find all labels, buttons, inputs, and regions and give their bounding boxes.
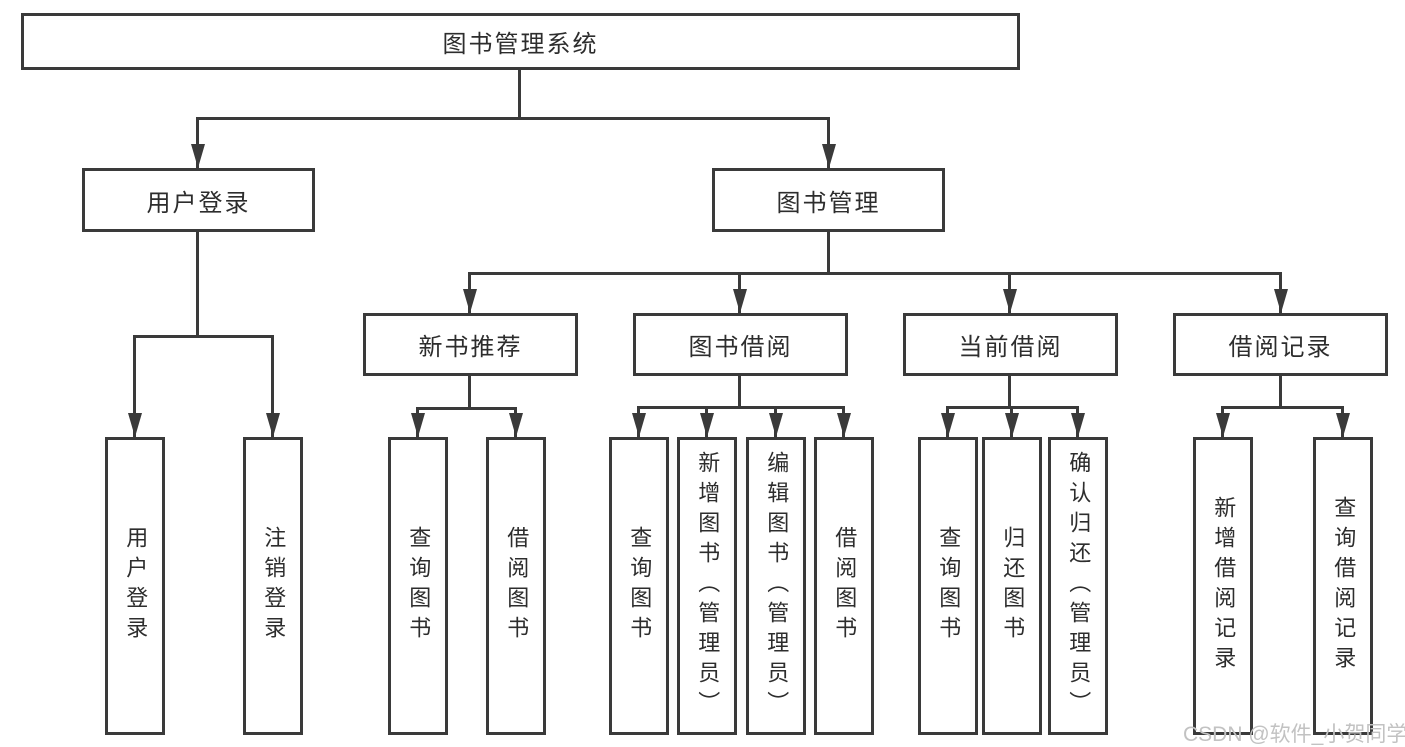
arrow-down-icon [1005,413,1019,437]
leaf-user-login: 用户登录 [105,437,165,735]
connector-new-book-recommend-stem [468,376,471,409]
node-borrow-record: 借阅记录 [1173,313,1388,376]
connector-current-borrow-stem [1008,376,1011,408]
arrow-down-icon [1216,413,1230,437]
connector-drop-book-management [827,118,830,168]
leaf-br-add-record-label: 新增借阅记录 [1211,496,1237,676]
leaf-bb-add-book-label: 新增图书（管理员） [695,451,721,721]
leaf-bb-borrow-book-label: 借阅图书 [832,526,858,646]
arrow-down-icon [1274,289,1288,313]
connector-user-login-stem [196,232,199,336]
arrow-down-icon [769,413,783,437]
leaf-bb-borrow-book: 借阅图书 [814,437,874,735]
node-root: 图书管理系统 [21,13,1020,70]
leaf-cb-query-book-label: 查询图书 [936,526,962,646]
arrow-down-icon [463,289,477,313]
leaf-bb-edit-book-label: 编辑图书（管理员） [764,451,790,721]
arrow-down-icon [509,413,523,437]
connector-branch-book-borrow [637,406,845,409]
node-new-book-recommend-label: 新书推荐 [418,334,523,361]
connector-branch-level3 [468,272,1282,275]
arrow-down-icon [411,413,425,437]
leaf-logout-label: 注销登录 [261,526,287,646]
connector-branch-new-book-recommend [416,407,517,410]
node-book-management-label: 图书管理 [776,189,881,217]
arrow-down-icon [700,413,714,437]
arrow-down-icon [1003,289,1017,313]
leaf-cb-return-book: 归还图书 [982,437,1042,735]
leaf-nbr-borrow-book: 借阅图书 [486,437,546,735]
node-new-book-recommend: 新书推荐 [363,313,578,376]
arrow-down-icon [632,413,646,437]
node-current-borrow: 当前借阅 [903,313,1118,376]
leaf-cb-return-book-label: 归还图书 [1000,526,1026,646]
arrow-down-icon [822,144,836,168]
node-borrow-record-label: 借阅记录 [1228,334,1333,361]
arrow-down-icon [837,413,851,437]
leaf-bb-query-book: 查询图书 [609,437,669,735]
node-user-login: 用户登录 [82,168,315,232]
arrow-down-icon [266,413,280,437]
connector-borrow-record-stem [1279,376,1282,408]
arrow-down-icon [191,144,205,168]
leaf-nbr-borrow-book-label: 借阅图书 [504,526,530,646]
connector-root-stem [518,70,521,118]
leaf-user-login-label: 用户登录 [123,526,149,646]
leaf-cb-confirm-return-label: 确认归还（管理员） [1066,451,1092,721]
connector-book-borrow-stem [738,376,741,408]
arrow-down-icon [733,289,747,313]
leaf-bb-add-book: 新增图书（管理员） [677,437,737,735]
arrow-down-icon [1336,413,1350,437]
node-book-borrow-label: 图书借阅 [688,334,793,361]
arrow-down-icon [1071,413,1085,437]
leaf-br-query-record-label: 查询借阅记录 [1331,496,1357,676]
node-current-borrow-label: 当前借阅 [958,334,1063,361]
leaf-bb-edit-book: 编辑图书（管理员） [746,437,806,735]
csdn-watermark: CSDN @软件_小贺同学 [1183,723,1405,746]
connector-drop-leaf-user-login [133,335,136,437]
connector-branch-borrow-record [1221,406,1344,409]
connector-drop-leaf-logout [271,335,274,437]
leaf-br-query-record: 查询借阅记录 [1313,437,1373,735]
leaf-br-add-record: 新增借阅记录 [1193,437,1253,735]
connector-drop-user-login [196,118,199,168]
connector-branch-level2 [196,117,830,120]
connector-branch-user-login [133,335,274,338]
arrow-down-icon [941,413,955,437]
node-root-label: 图书管理系统 [442,31,599,58]
connector-branch-current-borrow [946,406,1079,409]
node-user-login-label: 用户登录 [146,189,251,217]
leaf-bb-query-book-label: 查询图书 [627,526,653,646]
arrow-down-icon [128,413,142,437]
node-book-management: 图书管理 [712,168,945,232]
node-book-borrow: 图书借阅 [633,313,848,376]
leaf-cb-confirm-return: 确认归还（管理员） [1048,437,1108,735]
leaf-cb-query-book: 查询图书 [918,437,978,735]
connector-book-management-stem [827,232,830,274]
leaf-nbr-query-book-label: 查询图书 [406,526,432,646]
leaf-nbr-query-book: 查询图书 [388,437,448,735]
leaf-logout: 注销登录 [243,437,303,735]
